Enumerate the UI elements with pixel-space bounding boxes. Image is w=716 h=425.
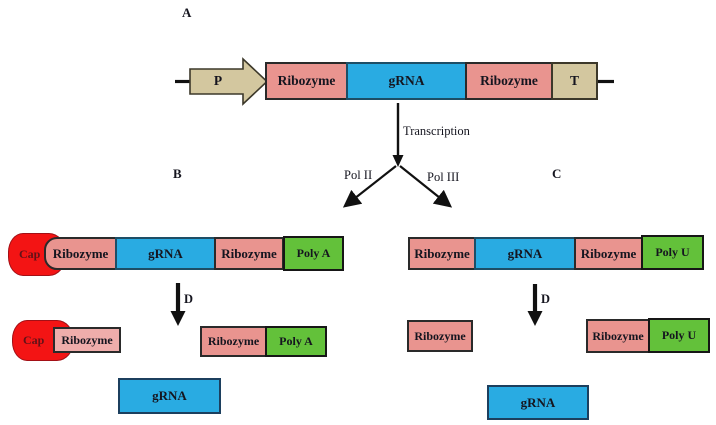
fragment-cap-label: Cap <box>23 333 45 347</box>
panel-a-label: A <box>182 5 192 20</box>
transcript-b-ribozyme-left: Ribozyme <box>44 237 117 270</box>
transcript-c-ribozyme-left: Ribozyme <box>408 237 476 270</box>
fragment-c-grna: gRNA <box>487 385 589 420</box>
cleavage-arrowhead-c-icon <box>527 311 543 326</box>
pol2-branch-arrow <box>342 165 397 208</box>
transcript-c-polyu: Poly U <box>641 235 704 270</box>
fragment-c-polyu: Poly U <box>648 318 710 353</box>
promoter-label: P <box>213 73 223 88</box>
transcript-b-polya: Poly A <box>283 236 344 271</box>
transcription-label: Transcription <box>403 124 470 138</box>
fragment-b-cap-ribozyme: Ribozyme <box>53 327 121 353</box>
cap-label: Cap <box>19 247 41 261</box>
fragment-c-ribozyme-2: Ribozyme <box>586 319 650 353</box>
promoter-arrow-icon <box>189 57 269 106</box>
panel-c-label: C <box>552 166 562 181</box>
transcript-b-grna: gRNA <box>115 237 216 270</box>
cleavage-c-label: D <box>541 292 551 306</box>
construct-ribozyme-left: Ribozyme <box>265 62 348 100</box>
fragment-b-polya: Poly A <box>265 326 327 357</box>
transcript-b-ribozyme-right: Ribozyme <box>214 237 284 270</box>
fragment-b-ribozyme: Ribozyme <box>200 326 267 357</box>
transcript-c-grna: gRNA <box>474 237 576 270</box>
transcription-arrowhead-icon <box>392 155 404 167</box>
cleavage-b-label: D <box>184 292 194 306</box>
transcript-c-ribozyme-right: Ribozyme <box>574 237 643 270</box>
fragment-b-grna: gRNA <box>118 378 221 414</box>
terminator-box: T <box>551 62 598 100</box>
construct-grna: gRNA <box>346 62 467 100</box>
construct-ribozyme-right: Ribozyme <box>465 62 553 100</box>
panel-b-label: B <box>173 166 182 181</box>
pol2-label: Pol II <box>344 168 373 182</box>
fragment-c-ribozyme-1: Ribozyme <box>407 320 473 352</box>
cleavage-arrowhead-b-icon <box>170 311 186 326</box>
pol3-branch-arrow <box>399 165 453 208</box>
pol3-label: Pol III <box>427 170 460 184</box>
